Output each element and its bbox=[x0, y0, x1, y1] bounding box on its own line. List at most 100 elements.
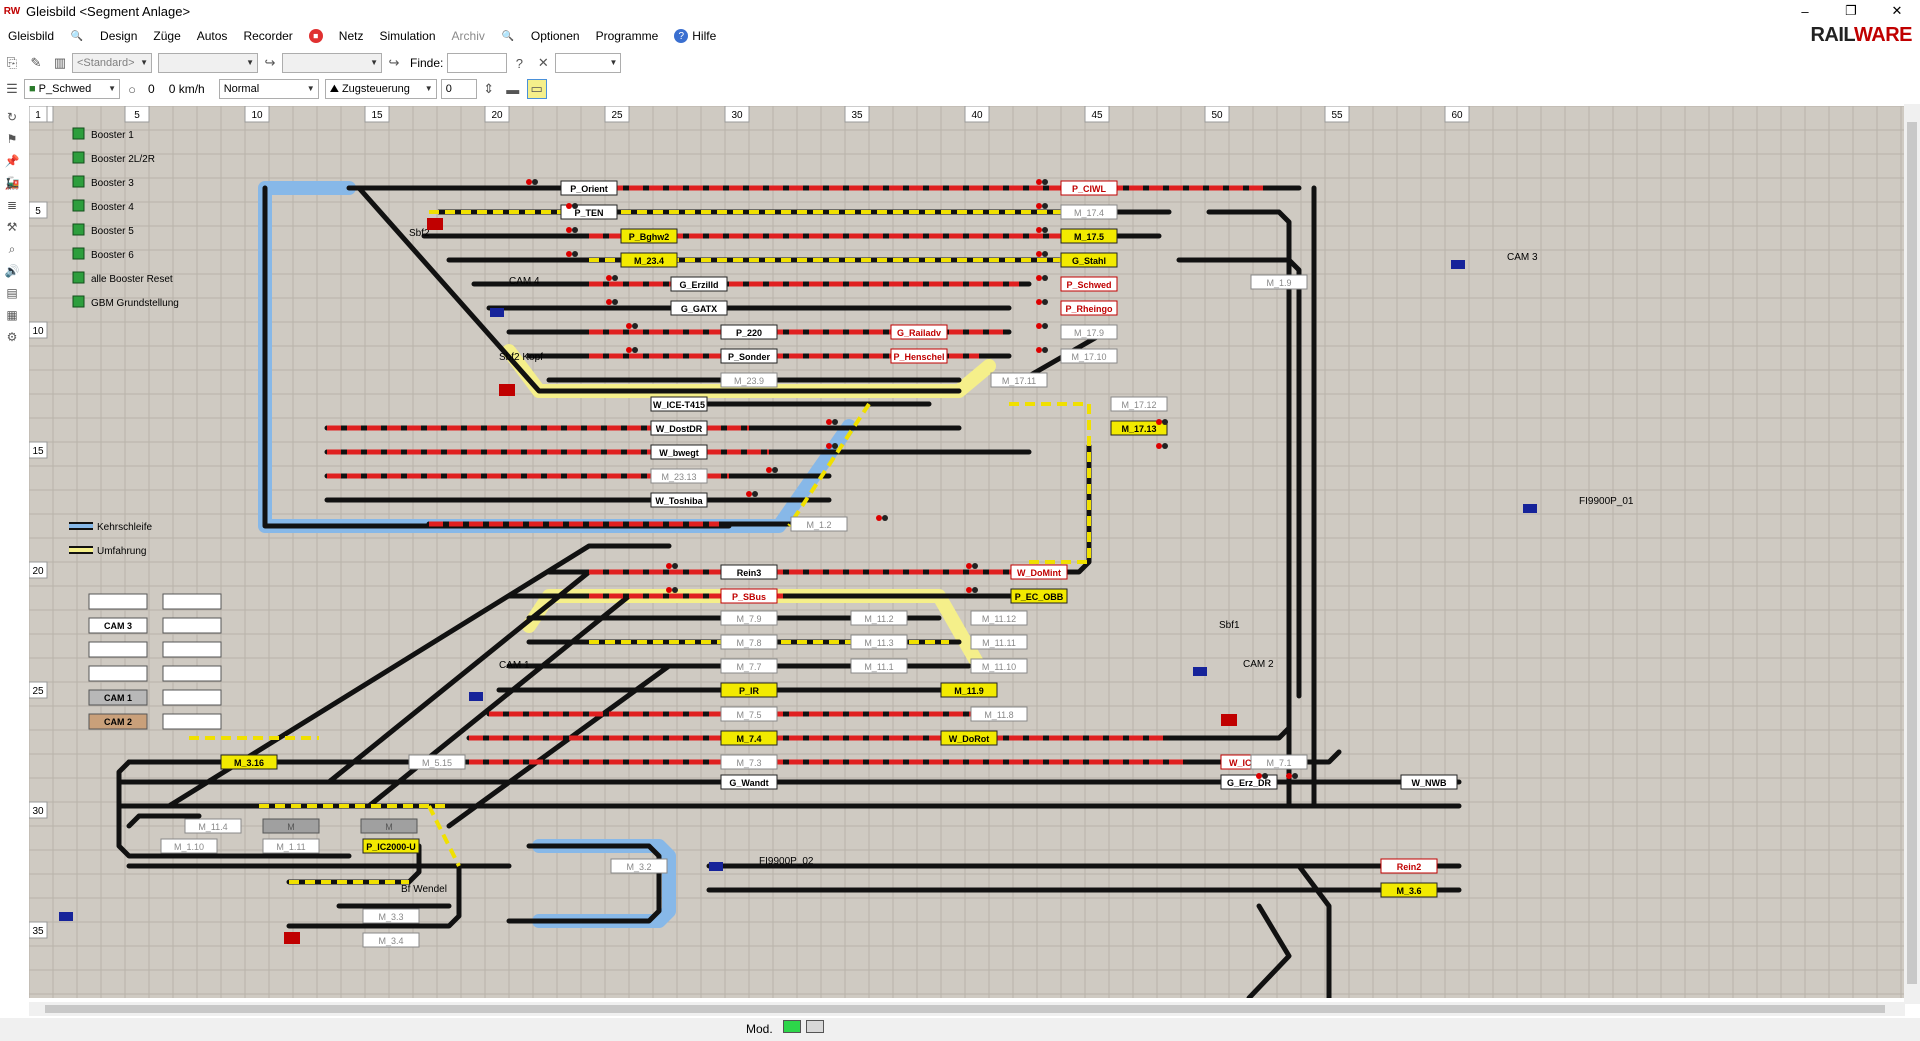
track-block[interactable]: P_EC_OBB bbox=[1010, 588, 1068, 604]
cam-button[interactable] bbox=[162, 665, 222, 682]
cam-button[interactable] bbox=[88, 641, 148, 658]
pin-icon[interactable]: 📌 bbox=[4, 154, 20, 168]
copy-icon[interactable]: ⎘ bbox=[6, 55, 18, 70]
track-block[interactable]: W_DoRot bbox=[940, 730, 998, 746]
sound-icon[interactable]: 🔊 bbox=[4, 264, 20, 278]
track-icon[interactable]: ▬ bbox=[506, 81, 520, 97]
track-block[interactable]: M_7.5 bbox=[720, 706, 778, 722]
track-block[interactable]: M_17.4 bbox=[1060, 204, 1118, 220]
track-block[interactable]: P_Rheingo bbox=[1060, 300, 1118, 316]
cam-button[interactable] bbox=[162, 713, 222, 730]
track-block[interactable]: M_3.4 bbox=[362, 932, 420, 948]
track-block[interactable]: M_17.5 bbox=[1060, 228, 1118, 244]
panel-icon[interactable]: ▦ bbox=[6, 308, 18, 322]
track-block[interactable]: W_bwegt bbox=[650, 444, 708, 460]
track-block[interactable]: M_11.3 bbox=[850, 634, 908, 650]
track-block[interactable]: M_1.9 bbox=[1250, 274, 1308, 290]
track-block[interactable]: Rein2 bbox=[1380, 858, 1438, 874]
stepper-icon[interactable]: ⇕ bbox=[483, 81, 495, 96]
train-list-icon[interactable]: ☰ bbox=[6, 81, 18, 96]
track-block[interactable]: M_23.9 bbox=[720, 372, 778, 388]
find-help-icon[interactable]: ? bbox=[515, 55, 523, 71]
track-block[interactable]: M_7.9 bbox=[720, 610, 778, 626]
cam-button[interactable] bbox=[88, 593, 148, 610]
menu-search-icon[interactable]: 🔍 bbox=[493, 25, 523, 47]
cam-button[interactable] bbox=[162, 617, 222, 634]
track-block[interactable]: M_7.7 bbox=[720, 658, 778, 674]
track-block[interactable]: M_23.4 bbox=[620, 252, 678, 268]
minimize-button[interactable]: – bbox=[1801, 3, 1809, 19]
track-block[interactable]: P_IC2000-U bbox=[362, 838, 420, 854]
track-block[interactable]: W_DostDR bbox=[650, 420, 708, 436]
route-select-1[interactable]: ▼ bbox=[158, 53, 258, 73]
track-block[interactable]: M_11.10 bbox=[970, 658, 1028, 674]
menu-recorder[interactable]: Recorder bbox=[243, 29, 293, 43]
track-block[interactable]: M_7.8 bbox=[720, 634, 778, 650]
track-block[interactable]: P_Schwed bbox=[1060, 276, 1118, 292]
track-block[interactable]: G_Erz_DR bbox=[1220, 774, 1278, 790]
track-block[interactable]: M_17.12 bbox=[1110, 396, 1168, 412]
menu-netz[interactable]: Netz bbox=[338, 29, 364, 43]
menu-stop-icon[interactable]: ⏹ bbox=[301, 25, 331, 47]
menu-gleisbild[interactable]: Gleisbild bbox=[8, 29, 55, 43]
cam-button[interactable] bbox=[162, 689, 222, 706]
tools-icon[interactable]: ⚒ bbox=[6, 220, 18, 234]
redo-icon[interactable]: ↪ bbox=[388, 55, 400, 70]
track-block[interactable]: M_11.8 bbox=[970, 706, 1028, 722]
menu-optionen[interactable]: Optionen bbox=[530, 29, 580, 43]
track-block[interactable]: M_23.13 bbox=[650, 468, 708, 484]
chart-icon[interactable]: ▤ bbox=[6, 286, 18, 300]
menu-search-icon[interactable]: 🔍 bbox=[62, 25, 92, 47]
menu-design[interactable]: Design bbox=[100, 29, 138, 43]
track-block[interactable]: G_Railadv bbox=[890, 324, 948, 340]
track-block[interactable]: W_NWB bbox=[1400, 774, 1458, 790]
cam-button[interactable] bbox=[88, 617, 148, 634]
track-block[interactable]: M_11.1 bbox=[850, 658, 908, 674]
track-block[interactable]: M_3.2 bbox=[610, 858, 668, 874]
track-block[interactable]: M_1.2 bbox=[790, 516, 848, 532]
track-block[interactable]: M_7.1 bbox=[1250, 754, 1308, 770]
cam-button[interactable] bbox=[88, 665, 148, 682]
track-block[interactable]: M_17.11 bbox=[990, 372, 1048, 388]
track-block[interactable]: M_17.9 bbox=[1060, 324, 1118, 340]
menu-hilfe[interactable]: ?Hilfe bbox=[666, 25, 724, 47]
mode-select[interactable]: Normal▼ bbox=[218, 79, 319, 99]
track-block[interactable]: M_7.4 bbox=[720, 730, 778, 746]
find-input[interactable] bbox=[447, 53, 508, 73]
track-block[interactable]: M_5.15 bbox=[408, 754, 466, 770]
track-block[interactable]: G_GATX bbox=[670, 300, 728, 316]
track-block[interactable]: M bbox=[360, 818, 418, 834]
menu-programme[interactable]: Programme bbox=[595, 29, 659, 43]
track-block[interactable]: G_Stahl bbox=[1060, 252, 1118, 268]
layers-icon[interactable]: ≣ bbox=[6, 198, 18, 212]
track-block[interactable]: Rein3 bbox=[720, 564, 778, 580]
train-select[interactable]: ■P_Schwed▼ bbox=[24, 79, 120, 99]
track-block[interactable]: M_1.11 bbox=[262, 838, 320, 854]
grid-icon[interactable]: ▥ bbox=[53, 55, 67, 70]
horizontal-scrollbar[interactable] bbox=[29, 1002, 1905, 1016]
step-input[interactable]: 0 bbox=[440, 79, 477, 99]
track-block[interactable]: M bbox=[262, 818, 320, 834]
track-block[interactable]: M_3.16 bbox=[220, 754, 278, 770]
direction-icon[interactable]: ○ bbox=[128, 81, 136, 97]
track-plan[interactable]: 15101520253035404550556015101520253035Bo… bbox=[29, 106, 1905, 998]
signal-icon[interactable]: ⚑ bbox=[6, 132, 18, 146]
track-block[interactable]: M_11.2 bbox=[850, 610, 908, 626]
search-icon[interactable]: ⌕ bbox=[8, 241, 16, 256]
cam-button[interactable] bbox=[88, 713, 148, 730]
close-button[interactable]: ✕ bbox=[1891, 3, 1903, 18]
track-block[interactable]: P_Bghw2 bbox=[620, 228, 678, 244]
track-block[interactable]: M_11.12 bbox=[970, 610, 1028, 626]
track-block[interactable]: P_IR bbox=[720, 682, 778, 698]
route-select-2[interactable]: ▼ bbox=[282, 53, 382, 73]
track-diagram-canvas[interactable]: 15101520253035404550556015101520253035Bo… bbox=[29, 106, 1905, 998]
vertical-scrollbar[interactable] bbox=[1904, 104, 1920, 1004]
track-block[interactable]: G_Wandt bbox=[720, 774, 778, 790]
track-block[interactable]: W_DoMint bbox=[1010, 564, 1068, 580]
control-select[interactable]: ⛰Zugsteuerung▼ bbox=[324, 79, 437, 99]
find-select[interactable]: ▼ bbox=[555, 53, 622, 73]
settings-icon[interactable]: ⚙ bbox=[6, 330, 18, 344]
track-block[interactable]: P_Orient bbox=[560, 180, 618, 196]
loco-icon[interactable]: 🚂 bbox=[4, 176, 20, 190]
menu-archiv[interactable]: Archiv bbox=[451, 29, 485, 43]
